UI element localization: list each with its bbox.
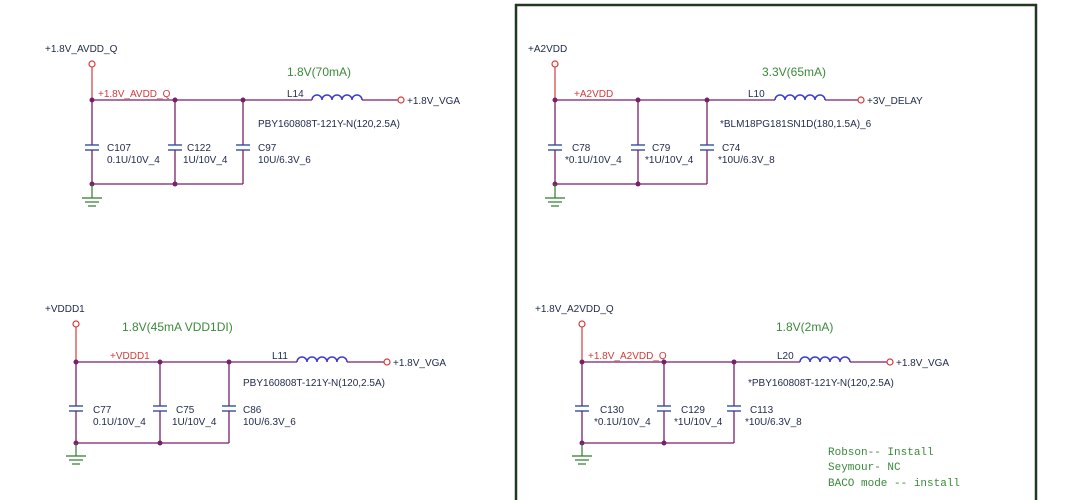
cap-ref: C74 <box>722 143 741 154</box>
block-1v8-avdd-q: +1.8V_AVDD_Q +1.8V_AVDD_Q 1.8V(70mA) L14… <box>45 44 460 207</box>
cap-ref: C113 <box>750 405 774 416</box>
cap-value: 1U/10V_4 <box>172 417 217 428</box>
cap-value: *0.1U/10V_4 <box>565 155 622 166</box>
ground-symbol <box>66 443 86 465</box>
current-label: 3.3V(65mA) <box>762 65 826 79</box>
cap-ref: C77 <box>93 405 112 416</box>
output-net-label: +3V_DELAY <box>867 96 923 107</box>
current-label: 1.8V(2mA) <box>776 320 833 334</box>
cap-value: 10U/6.3V_6 <box>258 155 311 166</box>
block-vddd1: +VDDD1 +VDDD1 1.8V(45mA VDD1DI) L11 +1.8… <box>45 304 446 465</box>
block-a2vdd: +A2VDD +A2VDD 3.3V(65mA) L10 +3V_DELAY *… <box>528 44 923 207</box>
inductor-ref: L10 <box>748 89 765 100</box>
inductor-part: PBY160808T-121Y-N(120,2.5A) <box>243 378 385 389</box>
block-1v8-a2vdd-q: +1.8V_A2VDD_Q +1.8V_A2VDD_Q 1.8V(2mA) L2… <box>535 304 949 465</box>
note-line: BACO mode -- install <box>828 478 960 490</box>
current-label: 1.8V(70mA) <box>287 65 351 79</box>
net-label: +1.8V_A2VDD_Q <box>588 351 667 362</box>
cap-ref: C78 <box>572 143 591 154</box>
assembly-notes: Robson-- Install Seymour- NC BACO mode -… <box>828 447 960 490</box>
note-line: Seymour- NC <box>828 462 901 474</box>
ground-symbol <box>82 184 102 207</box>
assembly-frame <box>514 3 1038 500</box>
cap-ref: C86 <box>243 405 262 416</box>
net-label: +VDDD1 <box>110 351 150 362</box>
cap-ref: C107 <box>107 143 131 154</box>
note-line: Robson-- Install <box>828 447 934 459</box>
output-net-label: +1.8V_VGA <box>393 358 446 369</box>
cap-value: 10U/6.3V_6 <box>243 417 296 428</box>
output-net-label: +1.8V_VGA <box>407 96 460 107</box>
net-label: +A2VDD <box>574 89 613 100</box>
cap-ref: C130 <box>600 405 624 416</box>
cap-value: 0.1U/10V_4 <box>93 417 146 428</box>
inductor-ref: L14 <box>287 89 304 100</box>
cap-ref: C79 <box>652 143 671 154</box>
ground-symbol <box>545 184 565 207</box>
power-net-label: +1.8V_AVDD_Q <box>45 44 118 55</box>
ground-symbol <box>572 443 592 465</box>
net-label: +1.8V_AVDD_Q <box>98 89 171 100</box>
inductor-ref: L20 <box>777 351 794 362</box>
cap-value: 1U/10V_4 <box>183 155 228 166</box>
cap-ref: C122 <box>187 143 211 154</box>
inductor-ref: L11 <box>272 351 288 362</box>
cap-ref: C97 <box>258 143 277 154</box>
inductor-part: PBY160808T-121Y-N(120,2.5A) <box>258 119 400 130</box>
inductor-symbol <box>311 94 363 101</box>
inductor-part: *BLM18PG181SN1D(180,1.5A)_6 <box>720 119 872 130</box>
cap-ref: C75 <box>176 405 195 416</box>
output-port-symbol <box>397 96 405 104</box>
cap-ref: C129 <box>681 405 705 416</box>
power-port-symbol <box>88 60 96 68</box>
cap-value: *0.1U/10V_4 <box>594 417 651 428</box>
cap-value: *10U/6.3V_8 <box>718 155 775 166</box>
cap-value: *1U/10V_4 <box>674 417 723 428</box>
output-net-label: +1.8V_VGA <box>896 358 949 369</box>
current-label: 1.8V(45mA VDD1DI) <box>122 320 233 334</box>
cap-value: *10U/6.3V_8 <box>745 417 802 428</box>
power-net-label: +A2VDD <box>528 44 567 55</box>
cap-value: *1U/10V_4 <box>645 155 694 166</box>
power-net-label: +VDDD1 <box>45 304 85 315</box>
power-net-label: +1.8V_A2VDD_Q <box>535 304 614 315</box>
inductor-part: *PBY160808T-121Y-N(120,2.5A) <box>748 378 894 389</box>
cap-value: 0.1U/10V_4 <box>107 155 160 166</box>
